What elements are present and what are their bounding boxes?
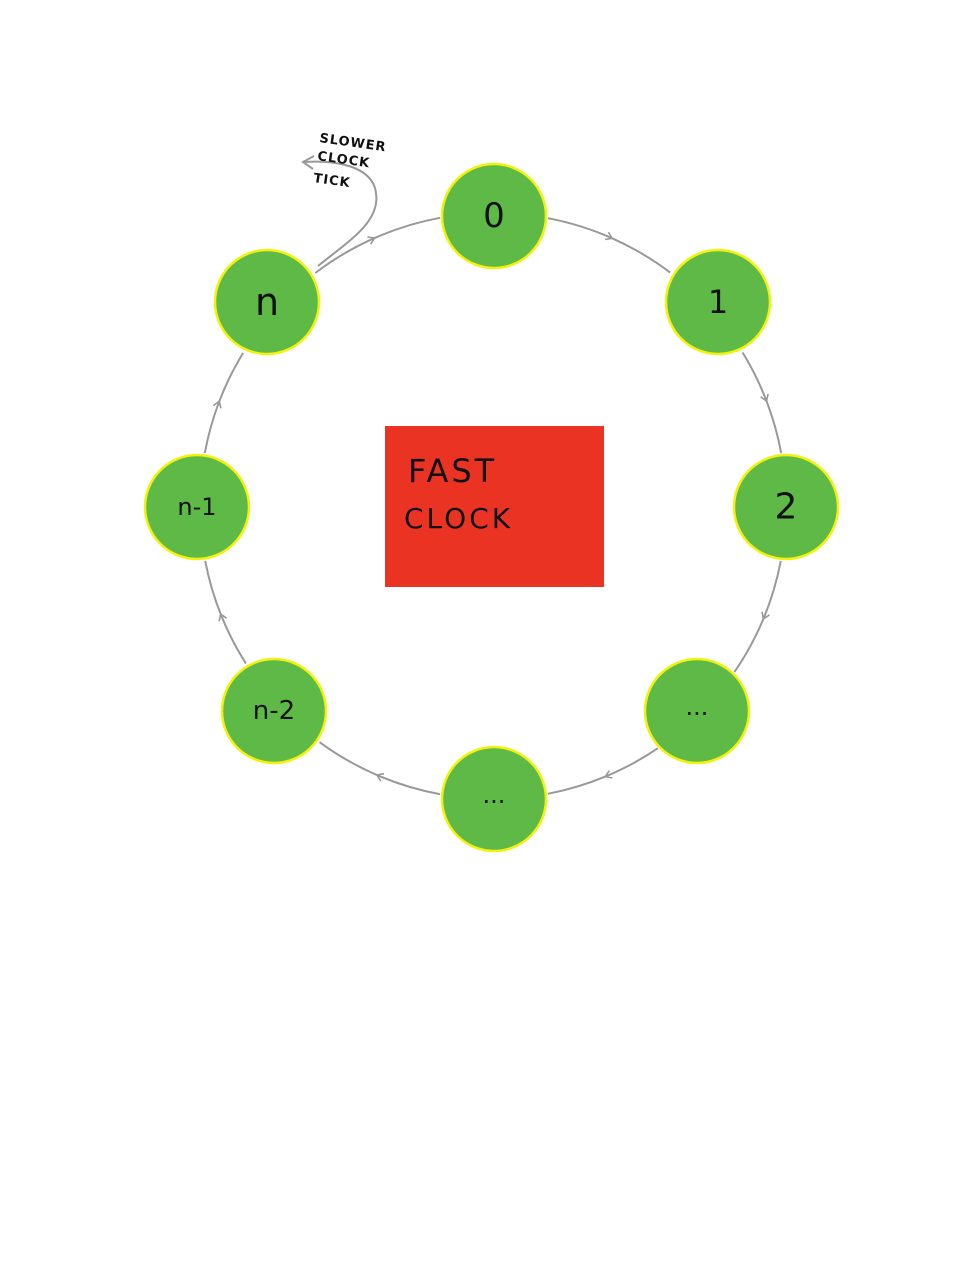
ring-arc [374,216,441,240]
node-circle [143,453,251,561]
fast-clock-box: FAST CLOCK [385,426,604,587]
fast-clock-line2: CLOCK [404,502,513,535]
node-label: 1 [708,283,728,321]
node-circle [732,453,840,561]
node-circle [643,657,751,765]
ring-arc [547,775,606,795]
node-label: n-2 [253,696,295,726]
ring-node: ... [440,745,548,853]
ring-arrow [547,217,614,241]
ring-arrows [203,216,783,796]
node-circle [220,657,328,765]
ring-arc [218,352,244,402]
node-label: ... [686,693,709,721]
fast-clock-line1: FAST [408,452,497,490]
ring-node: 1 [664,248,772,356]
ring-arc [319,741,378,776]
node-label: 0 [483,196,505,236]
node-circle [440,162,548,270]
node-label: n-1 [177,493,216,521]
ring-node: ... [643,657,751,765]
ring-node: 2 [732,453,840,561]
ring-arc [733,618,765,673]
node-label: ... [483,781,506,809]
ring-node: n [213,248,321,356]
note-line3: TICK [312,171,351,191]
slower-clock-tick-arrow [301,155,378,267]
ring-arrow [375,772,441,796]
node-label: 2 [775,487,798,528]
note-line2: CLOCK [316,149,371,171]
node-label: n [255,280,279,324]
slower-clock-tick-note: SLOWER CLOCK TICK [312,131,387,191]
ring-arrow [741,351,769,403]
node-circle [213,248,321,356]
ring-arrow [218,612,247,665]
ring-arrow [761,560,782,621]
ring-arc [204,560,222,615]
node-circle [664,248,772,356]
node-ring: 0 1 2...... n-2 n-1 n [143,162,840,853]
ring-arrow [314,236,376,274]
ring-arrow [603,747,659,779]
ring-node: n-2 [220,657,328,765]
fast-clock-rect [385,426,604,587]
ring-arc [765,400,783,454]
ring-arc [611,237,671,274]
ring-node: 0 [440,162,548,270]
ring-node: n-1 [143,453,251,561]
node-circle [440,745,548,853]
ring-arrow [203,399,222,454]
